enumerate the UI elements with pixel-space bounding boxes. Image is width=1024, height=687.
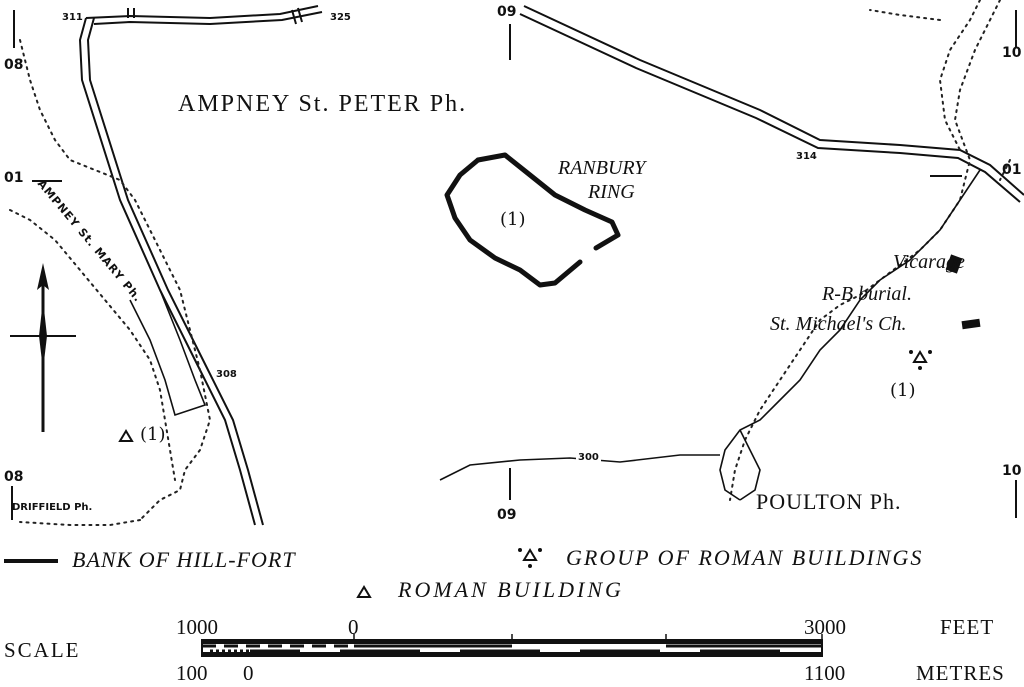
scale-feet-0: 0 [348, 615, 359, 639]
legend-roman-label: ROMAN BUILDING [398, 577, 624, 602]
scale-feet-1000: 1000 [176, 615, 218, 639]
grid-10-bottom-label: 10 [1002, 463, 1022, 479]
legend-group-symbol [518, 548, 542, 568]
legend-group-label: GROUP OF ROMAN BUILDINGS [566, 545, 924, 570]
stream [129, 169, 981, 501]
st-michaels-church-label: St. Michael's Ch. [770, 313, 907, 335]
roman-group-ref-label: (1) [890, 380, 916, 401]
height-311-label: 311 [62, 12, 83, 23]
parish-driffield-label: DRIFFIELD Ph. [12, 502, 93, 513]
site-number-label: (1) [500, 209, 526, 230]
rb-burial-label: R-B burial. [822, 283, 912, 305]
height-308-label: 308 [216, 369, 237, 380]
scale-bar [201, 634, 823, 657]
height-314-label: 314 [796, 151, 817, 162]
road-northeast [519, 5, 1024, 203]
scale-title: SCALE [4, 638, 81, 662]
hillfort-bank [444, 152, 621, 288]
grid-08-top-label: 08 [4, 57, 24, 73]
scale-metres-1100: 1100 [804, 661, 846, 685]
height-300-label: 300 [576, 452, 601, 463]
grid-01-right-label: 01 [1002, 162, 1022, 178]
north-arrow-icon [10, 263, 76, 432]
roman-building-ref-label: (1) [140, 424, 166, 445]
legend-roman-symbol [356, 585, 372, 598]
grid-09-top-label: 09 [497, 4, 517, 20]
scale-feet-3000: 3000 [804, 615, 846, 639]
grid-ticks [11, 10, 1017, 520]
site-name-line1: RANBURY [558, 157, 646, 179]
scale-metres-0: 0 [243, 661, 254, 685]
parish-poulton-label: POULTON Ph. [756, 489, 902, 514]
roman-group-icon [909, 350, 932, 370]
parish-ampney-st-peter-label: AMPNEY St. PETER Ph. [178, 91, 468, 117]
vicarage-label: Vicarage [893, 251, 965, 273]
height-325-label: 325 [330, 12, 351, 23]
scale-feet-unit: FEET [940, 615, 995, 639]
church-building-icon [961, 318, 981, 330]
scale-metres-unit: METRES [916, 661, 1005, 685]
vicarage-building-icon [945, 254, 963, 274]
grid-10-top-label: 10 [1002, 45, 1022, 61]
grid-08-bottom-label: 08 [4, 469, 24, 485]
grid-01-left-label: 01 [4, 170, 24, 186]
roman-building-icon [118, 429, 134, 442]
scale-metres-100: 100 [176, 661, 208, 685]
legend-bank-label: BANK OF HILL-FORT [72, 547, 296, 572]
site-name-line2: RING [588, 181, 635, 203]
grid-09-bottom-label: 09 [497, 507, 517, 523]
